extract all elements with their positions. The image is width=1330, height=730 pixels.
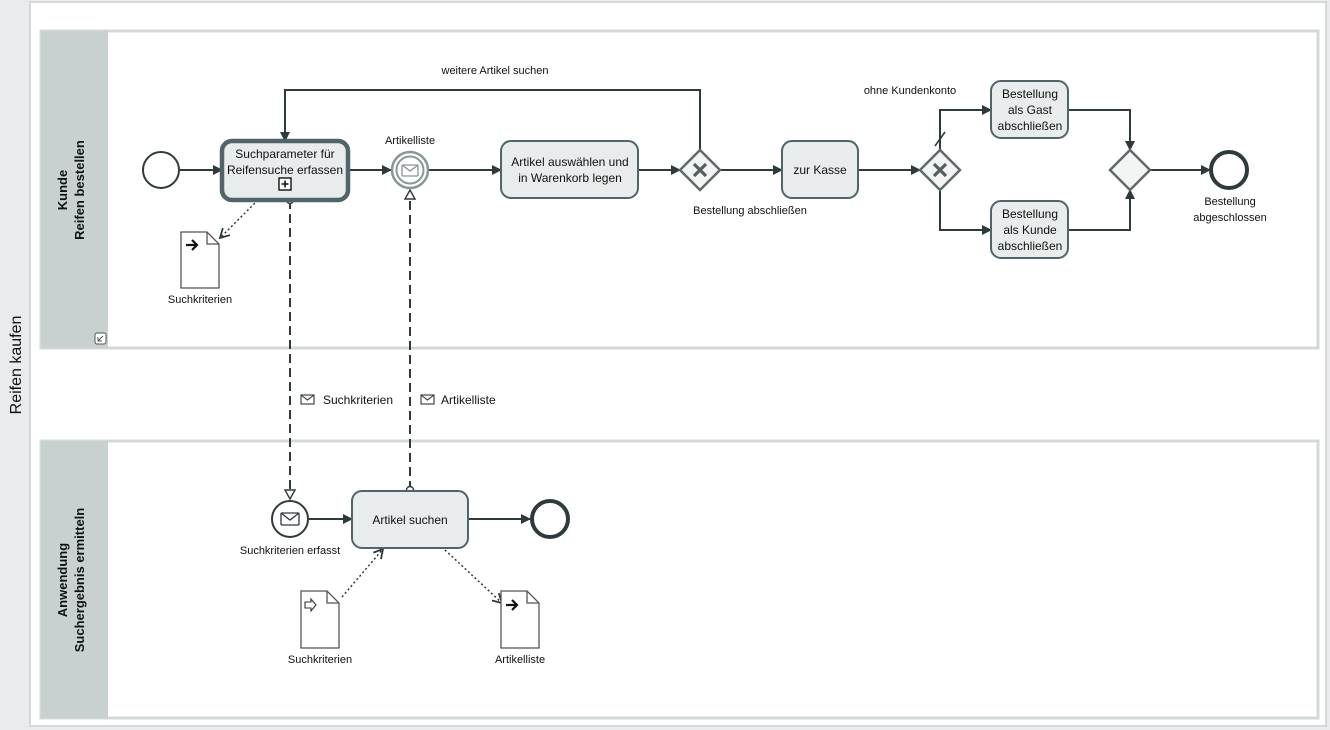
flow-xor-to-guest[interactable]: [939, 105, 992, 150]
subprocess-expand-icon[interactable]: [278, 177, 292, 191]
gateway-merge[interactable]: [1108, 148, 1152, 192]
x-icon: [692, 162, 708, 178]
flow-customer-to-merge[interactable]: [1068, 189, 1135, 231]
message-article-list-text: Artikelliste: [441, 393, 496, 407]
task-search-params-line1: Suchparameter für: [235, 147, 334, 161]
lane-app-title: Anwendung: [55, 543, 70, 617]
data-output-arrow-icon: [506, 599, 519, 611]
data-input-arrow-icon: [304, 597, 317, 613]
task-customer-line2: als Kunde: [1003, 223, 1057, 237]
no-account-flow-label: ohne Kundenkonto: [864, 85, 956, 97]
end-event-label-2: abgeschlossen: [1193, 212, 1266, 224]
data-object-output-article-list[interactable]: [500, 590, 540, 649]
task-select-articles[interactable]: Artikel auswählen und in Warenkorb legen: [500, 140, 639, 199]
end-event-app[interactable]: [530, 499, 570, 539]
task-guest-line2: als Gast: [1008, 103, 1053, 117]
data-associations: [218, 199, 504, 605]
task-search-params-line2: Reifensuche erfassen: [227, 163, 343, 177]
task-guest-line3: abschließen: [998, 119, 1063, 133]
flow-guest-to-merge[interactable]: [1068, 109, 1135, 151]
default-flow-marker: [934, 131, 946, 147]
lane-customer: Kunde Reifen bestellen: [39, 29, 1320, 350]
task-customer-order[interactable]: Bestellung als Kunde abschließen: [990, 200, 1069, 259]
pool-title: Reifen kaufen: [8, 316, 25, 415]
message-label-article-list: Artikelliste: [420, 393, 496, 407]
task-guest-line1: Bestellung: [1002, 87, 1058, 101]
lane-customer-title: Kunde: [55, 170, 70, 210]
message-criteria-text: Suchkriterien: [323, 393, 393, 407]
gateway-exclusive-account[interactable]: [918, 148, 962, 192]
article-list-event-label: Artikelliste: [385, 135, 435, 147]
task-guest-order[interactable]: Bestellung als Gast abschließen: [990, 80, 1069, 139]
message-flows: [290, 190, 410, 499]
intermediate-message-catch-event[interactable]: [390, 150, 430, 190]
task-customer-line1: Bestellung: [1002, 207, 1058, 221]
flow-xor-to-customer[interactable]: [939, 190, 992, 235]
envelope-icon: [280, 512, 300, 526]
message-label-criteria: Suchkriterien: [300, 393, 393, 407]
data-object-input-criteria[interactable]: [300, 590, 340, 649]
data-output-arrow-icon: [186, 239, 199, 251]
finish-flow-label: Bestellung abschließen: [693, 205, 807, 217]
task-select-line2: in Warenkorb legen: [518, 171, 622, 185]
envelope-icon: [300, 394, 315, 405]
envelope-icon: [401, 164, 419, 177]
start-event[interactable]: [142, 151, 180, 189]
gateway-exclusive-loop[interactable]: [678, 148, 722, 192]
data-object-output-criteria[interactable]: [180, 231, 220, 289]
assoc-search-to-list: [444, 549, 504, 605]
message-start-event[interactable]: [271, 500, 309, 538]
message-start-label: Suchkriterien erfasst: [240, 545, 340, 557]
data-object-output-article-list-label: Artikelliste: [495, 654, 545, 666]
end-event-label-1: Bestellung: [1204, 196, 1255, 208]
task-select-line1: Artikel auswählen und: [511, 155, 628, 169]
task-customer-line3: abschließen: [998, 239, 1063, 253]
lane-customer-subtitle: Reifen bestellen: [72, 140, 87, 240]
loop-flow-label: weitere Artikel suchen: [441, 65, 549, 77]
data-object-input-criteria-label: Suchkriterien: [288, 654, 352, 666]
task-search-articles-label: Artikel suchen: [372, 513, 447, 527]
lane-app: Anwendung Suchergebnis ermitteln: [39, 439, 1320, 720]
assoc-criteria-to-search: [341, 547, 385, 598]
task-search-articles[interactable]: Artikel suchen: [351, 490, 469, 549]
task-checkout-label: zur Kasse: [793, 163, 847, 177]
task-checkout[interactable]: zur Kasse: [781, 140, 859, 199]
data-object-output-criteria-label: Suchkriterien: [168, 294, 232, 306]
task-search-params[interactable]: Suchparameter für Reifensuche erfassen: [219, 138, 351, 203]
envelope-icon: [420, 394, 435, 405]
flow-loop-back[interactable]: [280, 89, 701, 150]
lane-app-subtitle: Suchergebnis ermitteln: [72, 508, 87, 653]
x-icon: [932, 162, 948, 178]
collapse-icon[interactable]: [94, 332, 107, 345]
sequence-flows: [180, 89, 1211, 235]
end-event-order[interactable]: [1209, 150, 1249, 190]
